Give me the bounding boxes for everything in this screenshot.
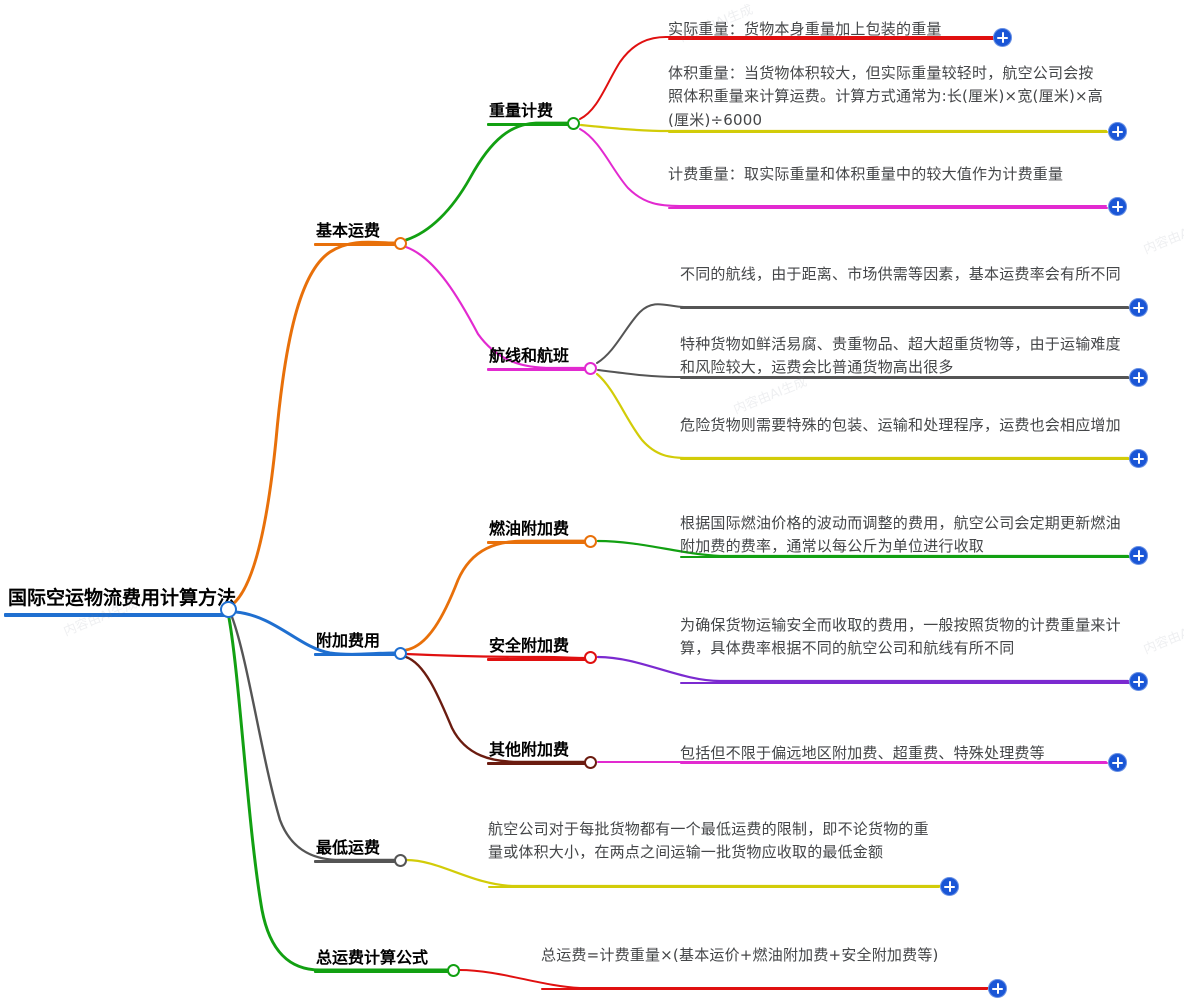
leaf-text: 总运费=计费重量×(基本运价+燃油附加费+安全附加费等) [541,946,939,964]
expand-button[interactable] [988,979,1007,998]
leaf-text: 特种货物如鲜活易腐、贵重物品、超大超重货物等，由于运输难度和风险较大，运费会比普… [680,335,1121,377]
leaf-node-total-formula-text[interactable]: 总运费=计费重量×(基本运价+燃油附加费+安全附加费等) [541,944,988,990]
leaf-text: 包括但不限于偏远地区附加费、超重费、特殊处理费等 [680,744,1045,762]
branch-label: 总运费计算公式 [316,948,429,967]
branch-underline [314,860,396,863]
leaf-node-route-difference[interactable]: 不同的航线，由于距离、市场供需等因素，基本运费率会有所不同 [680,263,1130,309]
leaf-node-security-rate[interactable]: 为确保货物运输安全而收取的费用，一般按照货物的计费重量来计算，具体费率根据不同的… [680,614,1130,684]
leaf-underline [668,207,1108,209]
leaf-text: 根据国际燃油价格的波动而调整的费用，航空公司会定期更新燃油附加费的费率，通常以每… [680,514,1121,556]
root-underline [4,613,232,617]
leaf-node-chargeable-weight[interactable]: 计费重量：取实际重量和体积重量中的较大值作为计费重量 [668,163,1108,209]
leaf-text: 计费重量：取实际重量和体积重量中的较大值作为计费重量 [668,165,1064,183]
subbranch-node-other-surcharge[interactable]: 其他附加费 [487,740,586,765]
leaf-underline [680,762,1108,764]
leaf-text: 体积重量：当货物体积较大，但实际重量较轻时，航空公司会按照体积重量来计算运费。计… [668,64,1104,129]
branch-node-basic-freight[interactable]: 基本运费 [314,221,396,246]
expand-button[interactable] [1129,298,1148,317]
leaf-text: 航空公司对于每批货物都有一个最低运费的限制，即不论货物的重量或体积大小，在两点之… [488,820,929,862]
leaf-node-volumetric-weight[interactable]: 体积重量：当货物体积较大，但实际重量较轻时，航空公司会按照体积重量来计算运费。计… [668,62,1108,133]
leaf-underline [541,988,988,990]
branch-dot-basic-freight[interactable] [394,237,407,250]
subbranch-label: 安全附加费 [489,636,570,655]
branch-underline [314,243,396,246]
subbranch-underline [487,762,586,765]
subbranch-label: 航线和航班 [489,346,570,365]
leaf-underline [680,307,1130,309]
branch-dot-total-formula[interactable] [447,964,460,977]
leaf-text: 实际重量：货物本身重量加上包装的重量 [668,20,942,38]
leaf-node-minimum-amount[interactable]: 航空公司对于每批货物都有一个最低运费的限制，即不论货物的重量或体积大小，在两点之… [488,818,940,888]
leaf-node-other-fees[interactable]: 包括但不限于偏远地区附加费、超重费、特殊处理费等 [680,742,1108,765]
root-label: 国际空运物流费用计算方法 [8,587,237,609]
leaf-underline [680,556,1130,558]
leaf-underline [488,886,940,888]
expand-button[interactable] [1129,546,1148,565]
leaf-node-special-cargo[interactable]: 特种货物如鲜活易腐、贵重物品、超大超重货物等，由于运输难度和风险较大，运费会比普… [680,333,1130,380]
expand-button[interactable] [1129,449,1148,468]
branch-underline [314,970,450,973]
leaf-node-fuel-rate[interactable]: 根据国际燃油价格的波动而调整的费用，航空公司会定期更新燃油附加费的费率，通常以每… [680,512,1130,559]
root-dot[interactable] [220,601,237,618]
leaf-text: 不同的航线，由于距离、市场供需等因素，基本运费率会有所不同 [680,265,1121,283]
subbranch-underline [487,123,569,126]
branch-node-total-formula[interactable]: 总运费计算公式 [314,948,450,973]
leaf-text: 危险货物则需要特殊的包装、运输和处理程序，运费也会相应增加 [680,416,1121,434]
subbranch-underline [487,658,586,661]
watermark: 内容由AI生成 [1141,214,1184,258]
leaf-node-actual-weight[interactable]: 实际重量：货物本身重量加上包装的重量 [668,18,1000,41]
subbranch-label: 燃油附加费 [489,519,570,538]
subbranch-dot-weight-charge[interactable] [567,117,580,130]
subbranch-node-routes-flights[interactable]: 航线和航班 [487,346,586,371]
expand-button[interactable] [940,877,959,896]
leaf-text: 为确保货物运输安全而收取的费用，一般按照货物的计费重量来计算，具体费率根据不同的… [680,616,1121,658]
branch-label: 基本运费 [316,221,381,240]
subbranch-label: 重量计费 [489,101,554,120]
expand-button[interactable] [1129,672,1148,691]
subbranch-dot-other-surcharge[interactable] [584,756,597,769]
branch-label: 附加费用 [316,631,381,650]
leaf-node-dangerous-goods[interactable]: 危险货物则需要特殊的包装、运输和处理程序，运费也会相应增加 [680,414,1130,460]
subbranch-node-fuel-surcharge[interactable]: 燃油附加费 [487,519,586,544]
branch-node-surcharges[interactable]: 附加费用 [314,631,396,656]
subbranch-label: 其他附加费 [489,740,570,759]
branch-dot-minimum-freight[interactable] [394,854,407,867]
branch-dot-surcharges[interactable] [394,647,407,660]
subbranch-dot-security-surcharge[interactable] [584,651,597,664]
leaf-underline [680,458,1130,460]
expand-button[interactable] [1108,197,1127,216]
branch-underline [314,653,396,656]
root-node[interactable]: 国际空运物流费用计算方法 [4,587,237,617]
subbranch-node-security-surcharge[interactable]: 安全附加费 [487,636,586,661]
branch-label: 最低运费 [316,838,381,857]
expand-button[interactable] [1108,122,1127,141]
branch-node-minimum-freight[interactable]: 最低运费 [314,838,396,863]
leaf-underline [680,682,1130,684]
expand-button[interactable] [1129,368,1148,387]
subbranch-dot-routes-flights[interactable] [584,362,597,375]
subbranch-dot-fuel-surcharge[interactable] [584,535,597,548]
expand-button[interactable] [1108,753,1127,772]
leaf-underline [668,38,1000,40]
subbranch-underline [487,541,586,544]
watermark: 内容由AI生成 [1141,614,1184,658]
expand-button[interactable] [993,28,1012,47]
leaf-underline [680,377,1130,379]
subbranch-underline [487,368,586,371]
leaf-underline [668,131,1108,133]
subbranch-node-weight-charge[interactable]: 重量计费 [487,101,569,126]
